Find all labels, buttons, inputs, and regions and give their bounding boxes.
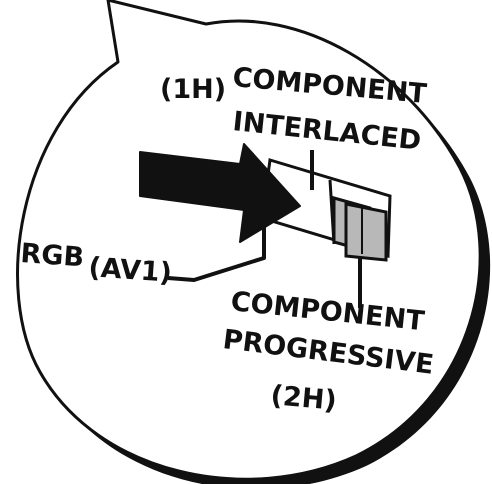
label-av1: (AV1) [88, 252, 173, 289]
leader-line-rgb [167, 226, 266, 282]
slide-switch [260, 158, 392, 262]
label-rgb: RGB [20, 238, 86, 273]
callout-bubble [16, 0, 482, 481]
switch-knob-front [344, 202, 388, 262]
label-two-h: (2H) [269, 380, 338, 417]
pointer-arrow [139, 143, 301, 243]
label-one-h: (1H) [160, 74, 226, 105]
